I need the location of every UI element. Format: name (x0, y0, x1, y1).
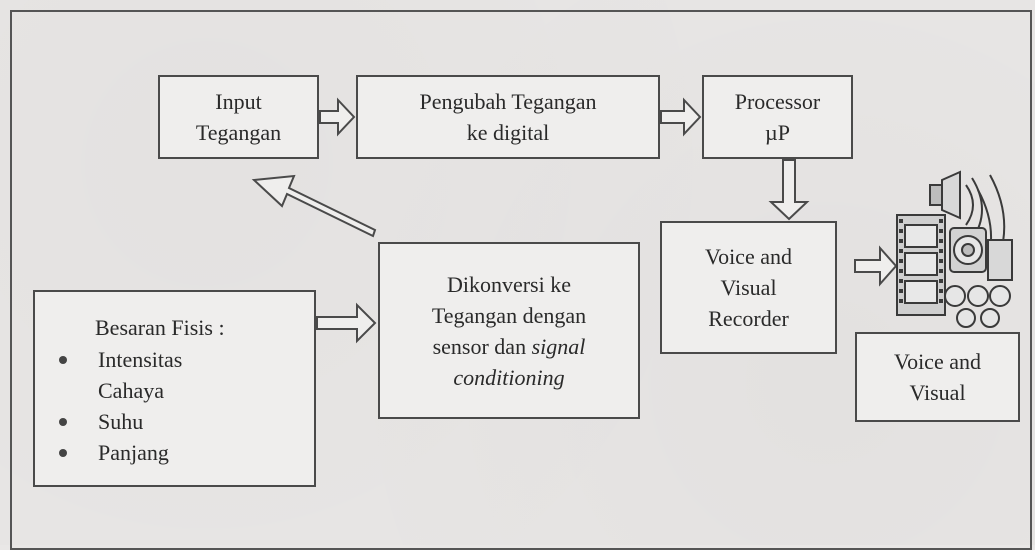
physical-quantity-list: Intensitas Cahaya Suhu Panjang (45, 344, 182, 468)
output-box-line-1: Voice and (894, 349, 981, 374)
processor-box-line-2: µP (765, 120, 790, 145)
processor-box: Processor µP (702, 75, 853, 159)
film-strip-icon (896, 214, 946, 316)
arrow-input-to-adc (319, 97, 356, 137)
list-item-label: Panjang (98, 440, 169, 465)
bullet-icon (59, 449, 67, 457)
arrow-processor-to-recorder (768, 159, 810, 221)
converter-box-line-3-italic: signal (531, 333, 586, 359)
bullet-icon (59, 418, 67, 426)
list-item-label: Intensitas (98, 347, 183, 372)
arrow-quantity-to-converter (316, 302, 377, 344)
converter-box-line-4: conditioning (453, 364, 565, 390)
list-item: Suhu (45, 406, 182, 437)
recorder-box-line-1: Voice and (705, 244, 792, 269)
audio-speaker-icon (929, 170, 1013, 328)
list-item: Panjang (45, 437, 182, 468)
converter-box-line-3: sensor dan signal (432, 331, 586, 362)
adc-box: Pengubah Tegangan ke digital (356, 75, 660, 159)
converter-box-line-3-prefix: sensor dan (432, 333, 532, 359)
input-box-line-2: Tegangan (195, 120, 282, 145)
recorder-box-line-3: Recorder (708, 306, 789, 331)
list-item: Intensitas Cahaya (45, 344, 182, 406)
adc-box-line-2: ke digital (466, 120, 550, 145)
output-box-line-2: Visual (909, 380, 966, 405)
arrow-converter-to-input (251, 174, 377, 238)
bullet-icon (59, 356, 67, 364)
input-box-line-1: Input (215, 89, 262, 114)
processor-box-line-1: Processor (734, 89, 821, 114)
adc-box-line-1: Pengubah Tegangan (419, 89, 597, 114)
recorder-box: Voice and Visual Recorder (660, 221, 837, 354)
list-item-continuation: Cahaya (98, 378, 164, 403)
physical-quantity-box: Besaran Fisis : Intensitas Cahaya Suhu P… (33, 290, 316, 487)
converter-box-line-1: Dikonversi ke (446, 271, 571, 297)
recorder-box-line-2: Visual (720, 275, 777, 300)
list-item-label: Suhu (98, 409, 144, 434)
arrow-adc-to-processor (660, 97, 702, 137)
output-box: Voice and Visual (855, 332, 1020, 422)
input-voltage-box: Input Tegangan (158, 75, 319, 159)
arrow-recorder-to-output (854, 245, 898, 287)
converter-box: Dikonversi ke Tegangan dengan sensor dan… (378, 242, 640, 419)
physical-quantity-title: Besaran Fisis : (95, 315, 225, 340)
converter-box-line-2: Tegangan dengan (431, 302, 587, 328)
